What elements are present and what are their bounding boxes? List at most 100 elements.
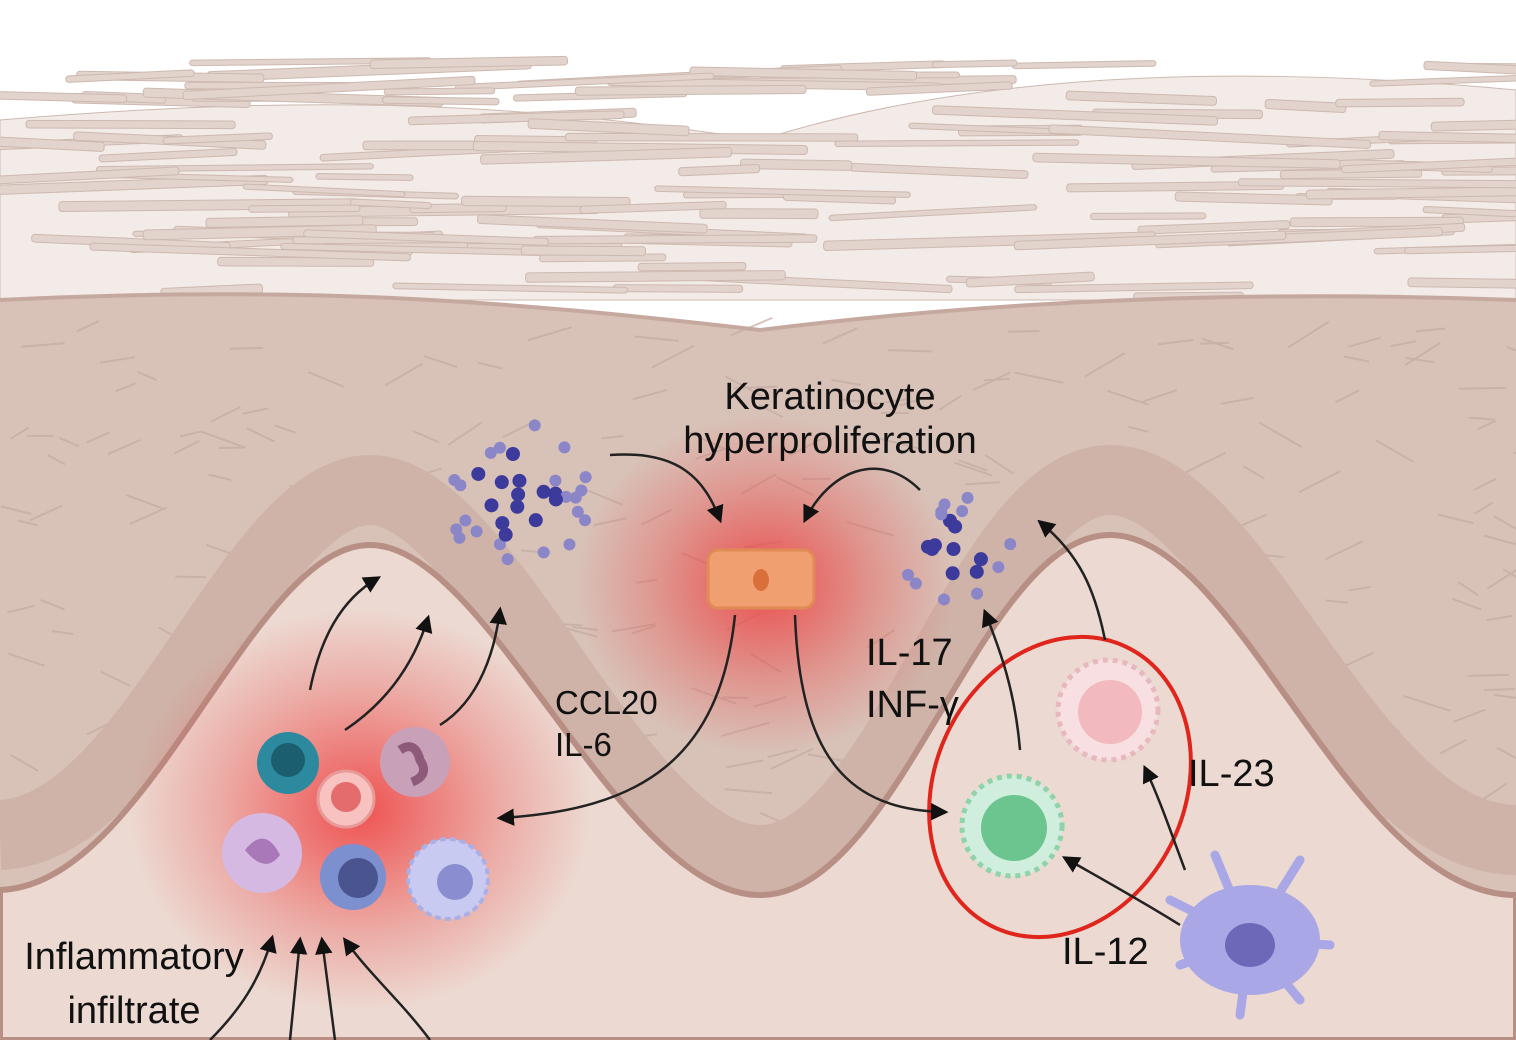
- cytokine-dot: [528, 513, 543, 528]
- epidermis-fiber: [40, 598, 65, 611]
- corneum-flake: [182, 75, 476, 101]
- corneum-flake: [740, 158, 853, 171]
- cytokine-dot: [945, 566, 960, 581]
- corneum-flake: [637, 262, 747, 272]
- cytokine-dot: [493, 538, 506, 551]
- epidermis-fiber: [86, 431, 111, 444]
- epidermis-fiber: [115, 382, 136, 393]
- cytokine-cluster-left: [448, 419, 592, 566]
- epidermis-fiber: [769, 747, 814, 771]
- epidermis-fiber: [1390, 340, 1417, 348]
- epidermis-fiber: [1258, 421, 1303, 449]
- epidermis-fiber: [1375, 439, 1414, 463]
- epidermis-fiber: [447, 421, 483, 446]
- label-il23: IL-23: [1188, 753, 1275, 795]
- epidermis-fiber: [1467, 673, 1510, 677]
- epidermis-fiber: [1242, 465, 1265, 480]
- epidermis-fiber: [1324, 540, 1364, 561]
- epidermis-fiber: [758, 403, 784, 419]
- cytokine-dot: [471, 466, 486, 481]
- epidermis-fiber: [107, 439, 141, 456]
- cytokine-dot: [575, 484, 588, 497]
- dendritic-cell: [1165, 850, 1335, 1020]
- corneum-flake: [1013, 230, 1287, 251]
- corneum-flake: [574, 84, 807, 96]
- epidermis-fiber: [1348, 336, 1381, 348]
- corneum-flake: [1089, 212, 1207, 221]
- cytokine-dot: [579, 471, 592, 484]
- label-infg: INF-γ: [866, 684, 959, 726]
- label-keratinocyte: Keratinocyte hyperproliferation: [640, 375, 1020, 463]
- cytokine-dot: [558, 441, 571, 454]
- epidermis-fiber: [1348, 585, 1372, 592]
- cytokine-dot: [920, 539, 935, 554]
- cytokine-dot: [969, 564, 984, 579]
- cytokine-dot: [549, 474, 562, 487]
- basal-layer: [0, 444, 1516, 896]
- corneum-flake: [0, 90, 128, 103]
- corneum-flake: [828, 204, 1038, 222]
- corneum-flake: [1423, 60, 1516, 75]
- epidermis-fiber: [726, 759, 764, 769]
- epidermis-fiber: [0, 505, 32, 515]
- epidermis-fiber: [888, 349, 933, 353]
- cytokine-dot: [579, 514, 592, 527]
- cytokine-dot: [510, 499, 525, 514]
- epidermis-fiber: [1473, 501, 1494, 515]
- cytokine-dot: [571, 505, 584, 518]
- epidermis-fiber: [730, 316, 773, 337]
- corneum-flake: [217, 256, 375, 267]
- corneum-flake: [65, 69, 195, 83]
- cytokine-dot: [1004, 538, 1017, 551]
- cytokine-dot: [973, 552, 988, 567]
- epidermis-fiber: [1084, 352, 1126, 378]
- corneum-flake: [525, 270, 786, 283]
- epidermis-fiber: [1014, 371, 1064, 384]
- epidermis-fiber: [17, 519, 38, 527]
- immune-cells-infiltrate: [222, 727, 490, 921]
- label-il6: IL-6: [555, 726, 612, 763]
- corneum-flake: [0, 133, 105, 152]
- epidermis-fiber: [938, 394, 962, 411]
- epidermis-fiber: [1486, 568, 1516, 590]
- epidermis-fiber: [1140, 389, 1178, 404]
- epidermis-fiber: [1405, 357, 1434, 364]
- label-inflammatory-infiltrate: Inflammatory infiltrate: [0, 930, 268, 1038]
- epidermis-fiber: [179, 430, 202, 438]
- corneum-flake: [834, 139, 1080, 148]
- epidermis-fiber: [1473, 477, 1497, 491]
- epidermis-fiber: [274, 424, 297, 434]
- corneum-flake: [1369, 74, 1516, 87]
- cytokine-dot: [536, 484, 551, 499]
- cytokine-dot: [563, 538, 576, 551]
- corneum-flake: [1137, 220, 1291, 235]
- cytokine-dot: [935, 505, 948, 518]
- epidermis-fiber: [1325, 599, 1349, 604]
- label-keratinocyte-line2: hyperproliferation: [683, 420, 977, 462]
- epidermis-fiber: [634, 335, 679, 342]
- epidermis-fiber: [1128, 425, 1149, 433]
- cytokine-cluster-right: [901, 491, 1017, 606]
- epidermis-fiber: [136, 370, 157, 381]
- epidermis-fiber: [241, 407, 269, 415]
- corneum-flake: [392, 282, 629, 294]
- epidermis-fiber: [1008, 329, 1040, 333]
- epidermis-fiber: [29, 504, 63, 522]
- corneum-flake: [1378, 130, 1516, 147]
- corneum-flake: [248, 204, 361, 213]
- corneum-flake: [0, 166, 180, 185]
- epidermis-fiber: [822, 327, 858, 345]
- cytokine-dot: [537, 546, 550, 559]
- cytokine-dot: [511, 487, 526, 502]
- cytokine-dot: [484, 446, 497, 459]
- label-keratinocyte-line1: Keratinocyte: [724, 376, 936, 418]
- epidermis-fiber: [1483, 534, 1516, 546]
- epidermis-fiber: [1484, 688, 1516, 692]
- corneum-flake: [461, 195, 631, 208]
- cytokine-dot: [494, 475, 509, 490]
- epidermis-fiber: [76, 320, 100, 333]
- corneum-flake: [564, 132, 859, 142]
- cytokine-dot: [948, 519, 963, 534]
- label-il17-infg: IL-17 INF-γ: [866, 627, 959, 731]
- corneum-flake: [1237, 178, 1516, 189]
